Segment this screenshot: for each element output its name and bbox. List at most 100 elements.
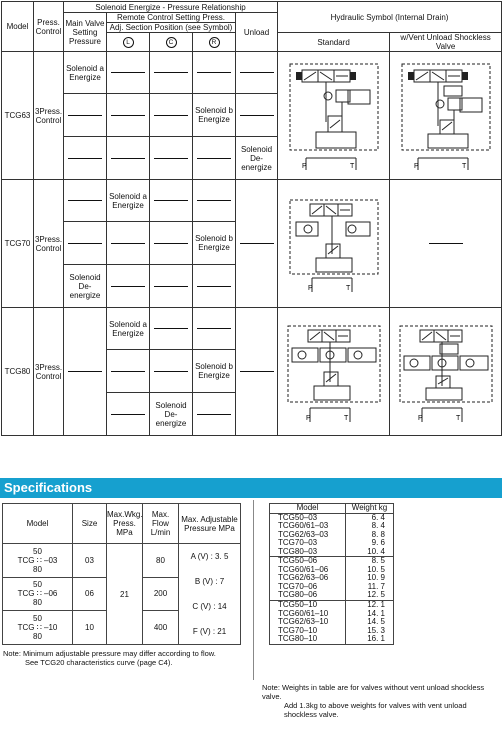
spec-size: 03 (72, 543, 107, 578)
symbol-vent-tcg80: P T (389, 307, 502, 436)
cell-sol-a: Solenoid a Energize (106, 179, 150, 222)
dash (154, 285, 188, 287)
dash (111, 242, 145, 244)
spec-adj-cell: A (V) : 3. 5 B (V) : 7 C (V) : 14 F (V) … (178, 543, 241, 645)
dash (154, 114, 188, 116)
dash (239, 371, 274, 373)
dash (68, 157, 102, 159)
svg-text:P: P (418, 415, 423, 422)
dash (154, 328, 188, 330)
dash (197, 200, 231, 202)
press-control-tcg70: 3Press. Control (33, 179, 64, 308)
svg-text:P: P (302, 163, 307, 170)
dash (154, 370, 188, 372)
dash (111, 413, 145, 415)
dash (197, 157, 231, 159)
dash (197, 72, 231, 74)
header-hydraulic-symbol: Hydraulic Symbol (Internal Drain) (277, 1, 502, 33)
header-vent: w/Vent Unload Shockless Valve (389, 32, 502, 52)
pressure-relationship-table: Model Press. Control Solenoid Energize -… (1, 1, 502, 436)
svg-text:P: P (308, 285, 313, 292)
header-model: Model (1, 1, 34, 52)
spec-press: 21 (106, 543, 143, 645)
dash (68, 371, 102, 373)
dash (197, 328, 231, 330)
spec-note: Note: Minimum adjustable pressure may di… (3, 649, 216, 667)
spec-model-cell: 50 TCG ∷ –10 80 (2, 610, 73, 645)
dash (68, 242, 102, 244)
circle-L: L (122, 36, 134, 48)
spec-size: 06 (72, 576, 107, 612)
hydraulic-symbol-icon: P T (289, 199, 379, 292)
cell-sol-de: Solenoid De-energize (149, 392, 193, 436)
hydraulic-symbol-icon: P T (287, 325, 381, 422)
dash (197, 285, 231, 287)
model-tcg70: TCG70 (1, 179, 34, 308)
spec-model-cell: 50 TCG ∷ –06 80 (2, 576, 73, 612)
dash (111, 370, 145, 372)
spec-flow: 200 (142, 576, 179, 612)
svg-text:T: T (344, 415, 349, 422)
specifications-table: Model Size Max.Wkg. Press. MPa Max. Flow… (2, 503, 241, 645)
dash (239, 114, 274, 116)
cell-sol-b: Solenoid b Energize (192, 221, 236, 265)
cell-sol-a: Solenoid a Energize (63, 51, 107, 94)
header-remote-control: Remote Control Setting Press. (106, 12, 236, 23)
dash (239, 243, 274, 245)
svg-text:T: T (462, 163, 467, 170)
specifications-header: Specifications (0, 478, 502, 498)
svg-text:T: T (346, 285, 351, 292)
dash (111, 72, 145, 74)
cell-sol-de: Solenoid De-energize (234, 136, 279, 180)
spec-size: 10 (72, 610, 107, 645)
spec-model-cell: 50 TCG ∷ –03 80 (2, 543, 73, 578)
hydraulic-symbol-vent-icon: P T (399, 325, 493, 422)
spec-header-max-wkg: Max.Wkg. Press. MPa (106, 503, 143, 544)
hydraulic-symbol-vent-icon: P T (401, 63, 491, 170)
header-standard: Standard (277, 32, 391, 52)
svg-text:P: P (306, 415, 311, 422)
dash (197, 413, 231, 415)
divider (253, 500, 254, 680)
dash (154, 242, 188, 244)
weight-note: Note: Weights in table are for valves wi… (262, 683, 485, 719)
dash (111, 114, 145, 116)
cell-sol-b: Solenoid b Energize (192, 349, 236, 393)
cell-sol-a: Solenoid a Energize (106, 307, 150, 350)
header-unload: Unload (234, 12, 279, 52)
dash (154, 200, 188, 202)
spec-header-model: Model (2, 503, 73, 544)
header-press-control: Press. Control (33, 1, 64, 52)
symbol-standard-tcg70: P T (277, 179, 391, 308)
hydraulic-symbol-icon: P T (289, 63, 379, 170)
header-main-valve: Main Valve Setting Pressure (63, 12, 107, 52)
dash (154, 157, 188, 159)
spec-flow: 80 (142, 543, 179, 578)
dash (154, 72, 188, 74)
spec-header-size: Size (72, 503, 107, 544)
dash (239, 72, 274, 74)
symbol-standard-tcg63: P T (277, 51, 391, 180)
model-tcg63: TCG63 (1, 51, 34, 180)
cell-sol-b: Solenoid b Energize (192, 93, 236, 137)
header-adj-section: Adj. Section Position (see Symbol) (106, 22, 236, 33)
weight-header-model: Model (269, 503, 346, 514)
symbol-vent-tcg63: P T (389, 51, 502, 180)
cell-sol-de: Solenoid De-energize (63, 264, 107, 308)
dash (111, 157, 145, 159)
spec-flow: 400 (142, 610, 179, 645)
symbol-standard-tcg80: P T (277, 307, 391, 436)
header-solenoid-energize: Solenoid Energize - Pressure Relationshi… (62, 1, 279, 13)
dash (68, 200, 102, 202)
dash (68, 114, 102, 116)
circle-R: R (208, 36, 220, 48)
svg-text:T: T (350, 163, 355, 170)
weight-header-weight: Weight kg (345, 503, 394, 514)
press-control-tcg80: 3Press. Control (33, 307, 64, 436)
spec-header-max-adj: Max. Adjustable Pressure MPa (178, 503, 241, 544)
press-control-tcg63: 3Press. Control (33, 51, 64, 180)
circle-C: C (165, 36, 177, 48)
svg-text:P: P (414, 163, 419, 170)
dash (428, 243, 463, 245)
